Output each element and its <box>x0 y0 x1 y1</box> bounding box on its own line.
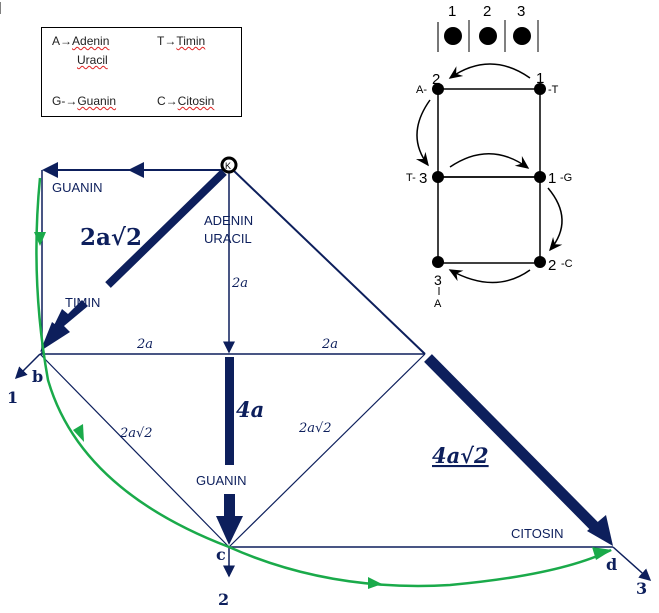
origin-label: K <box>225 161 231 171</box>
arrow-label: → <box>65 94 78 108</box>
slot-dot-2 <box>479 27 497 45</box>
code-grid <box>415 63 563 284</box>
g-key-label: G- <box>52 94 66 108</box>
origin-node <box>220 156 238 174</box>
c-label: 2 <box>218 590 229 609</box>
vertical-bottom-label: 4a <box>236 397 264 422</box>
a-key-label: A <box>52 34 61 48</box>
green-path <box>35 177 612 588</box>
d-label: 3 <box>636 579 647 598</box>
horiz-left-label: 2a <box>136 337 153 352</box>
diag-left-label: 2a√2 <box>80 224 142 251</box>
thick-arrows <box>40 169 613 546</box>
slot-dot-1 <box>444 27 462 45</box>
legend-box: A→Adenin Uracil T→Timin G-→Guanin C→Cito… <box>41 27 242 117</box>
c-key-label: C <box>157 94 166 108</box>
code-slots: 1 2 3 <box>437 3 539 52</box>
guanin-top-label: GUANIN <box>52 180 103 195</box>
green-arrows <box>34 232 612 589</box>
diag-c-right-label: 2a√2 <box>298 421 332 436</box>
b-label: b <box>32 367 43 386</box>
uracil-label: URACIL <box>204 231 252 246</box>
top-left-letter-label: A- <box>416 84 427 96</box>
code-labels: 2 A- 1 -T T- 3 1 -G 2 -C 3 A <box>406 70 573 310</box>
adenin-label: ADENIN <box>204 213 253 228</box>
timin-label: TIMIN <box>65 295 100 310</box>
mid-right-num-label: 1 <box>548 170 556 187</box>
vertical-top-label: 2a <box>231 276 248 291</box>
main-lines <box>14 162 652 581</box>
b-label: 1 <box>7 388 18 407</box>
2-label: 3 <box>517 3 525 20</box>
arrow-label: → <box>164 34 177 48</box>
mid-left-letter-label: T- <box>406 172 416 184</box>
code-nodes <box>432 83 546 268</box>
horiz-right-label: 2a <box>321 337 338 352</box>
t-key-label: T <box>157 34 165 48</box>
bot-right-num-label: 2 <box>548 257 556 274</box>
a-value-label: Adenin <box>72 34 110 48</box>
mid-right-letter-label: -G <box>560 172 572 184</box>
diag-right-label: 4a√2 <box>432 443 489 468</box>
bot-left-letter-label: A <box>434 298 442 310</box>
top-right-letter-label: -T <box>548 84 559 96</box>
legend-g: G-→Guanin <box>52 94 116 108</box>
0-label: 1 <box>448 3 456 20</box>
t-value-label: Timin <box>176 34 206 48</box>
1-label: 2 <box>483 3 491 20</box>
slot-dot-3 <box>513 27 531 45</box>
bot-right-letter-label: -C <box>561 258 573 270</box>
arrow-label: → <box>60 34 73 48</box>
g-value-label: Guanin <box>77 94 117 108</box>
legend-a2: Uracil <box>77 53 108 67</box>
c-label: c <box>216 545 226 564</box>
legend-a: A→Adenin <box>52 34 109 48</box>
legend-c: C→Citosin <box>157 94 214 108</box>
bot-left-num-label: 3 <box>434 272 442 288</box>
c-value-label: Citosin <box>177 94 215 108</box>
d-label: d <box>606 555 617 574</box>
arrow-label: → <box>165 94 178 108</box>
mid-left-num-label: 3 <box>419 170 427 187</box>
legend-t: T→Timin <box>157 34 205 48</box>
diag-bc-label: 2a√2 <box>119 426 153 441</box>
top-right-num-label: 1 <box>536 70 544 87</box>
main-labels: GUANIN 2a√2 ADENIN URACIL 2a TIMIN 2a 2a… <box>7 180 647 609</box>
guanin-bottom-label: GUANIN <box>196 473 247 488</box>
citosin-label: CITOSIN <box>511 526 564 541</box>
top-left-num-label: 2 <box>432 71 440 88</box>
